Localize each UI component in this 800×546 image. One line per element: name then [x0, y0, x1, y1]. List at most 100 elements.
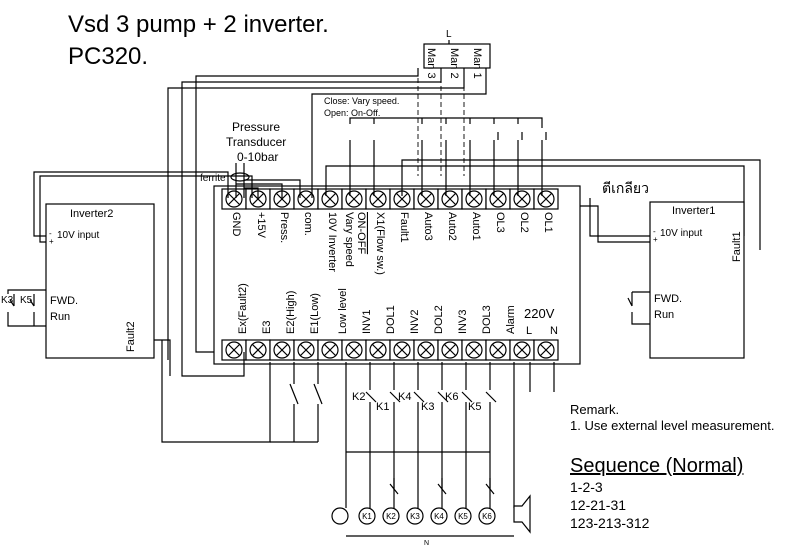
bottom-terminal-4	[293, 339, 319, 361]
inverter2-input: 10V input	[57, 230, 99, 241]
bottom-terminal-10	[437, 339, 463, 361]
neutral-label: N	[424, 540, 429, 546]
inverter1-title: Inverter1	[672, 205, 715, 217]
coil-label-k6: K6	[482, 512, 492, 521]
pressure-label-1: Pressure	[232, 120, 280, 134]
coil-k1	[358, 507, 376, 525]
inverter2-k3: K3	[1, 295, 14, 306]
inverter1-run: Run	[654, 309, 674, 321]
remark-title: Remark.	[570, 402, 619, 417]
bottom-terminal-3	[269, 339, 295, 361]
inverter2-title: Inverter2	[70, 208, 113, 220]
inverter1-minus: -	[653, 227, 656, 236]
title-line-2: PC320.	[68, 43, 148, 70]
term-label-auto2: Auto2	[446, 212, 458, 241]
bottom-terminal-2	[245, 339, 271, 361]
term-label-dol2: DOL2	[433, 305, 445, 334]
pressure-label-3: 0-10bar	[237, 150, 278, 164]
inverter2-k5: K5	[20, 295, 33, 306]
top-terminal-9	[413, 188, 439, 210]
inverter1-box	[649, 201, 745, 359]
inverter2-run: Run	[50, 311, 70, 323]
coil-label-k2: K2	[386, 512, 396, 521]
term-label-inv1: INV1	[361, 310, 373, 334]
selector-l-label: L	[446, 29, 452, 40]
term-label-e2: E2(High)	[285, 291, 297, 334]
top-terminal-8	[389, 188, 415, 210]
remark-item-1: 1. Use external level measurement.	[570, 418, 774, 433]
term-label-alarm: Alarm	[505, 305, 517, 334]
sequence-line-2: 12-21-31	[570, 497, 626, 513]
contact-label-k3: K3	[421, 401, 434, 413]
term-label-dol3: DOL3	[481, 305, 493, 334]
coil-k2	[382, 507, 400, 525]
coil-k6	[478, 507, 496, 525]
sequence-line-1: 1-2-3	[570, 479, 603, 495]
coil-k5	[454, 507, 472, 525]
term-label-e3: E3	[261, 321, 273, 334]
top-terminal-14	[533, 188, 559, 210]
inverter2-plus: +	[49, 237, 54, 246]
coil-k4	[430, 507, 448, 525]
bottom-terminal-9	[413, 339, 439, 361]
term-label-ol2: OL2	[518, 212, 530, 233]
alarm-horn	[513, 494, 531, 534]
coil-label-k1: K1	[362, 512, 372, 521]
ferrite-label: ferrite	[200, 173, 226, 184]
term-label-n: N	[550, 325, 558, 337]
term-label-inv2: INV2	[409, 310, 421, 334]
sequence-title: Sequence (Normal)	[570, 455, 743, 477]
bottom-terminal-11	[461, 339, 487, 361]
term-label-ol1: OL1	[542, 212, 554, 233]
top-terminal-13	[509, 188, 535, 210]
term-label-ex-fault2: Ex(Fault2)	[237, 283, 249, 334]
bottom-terminal-8	[389, 339, 415, 361]
top-terminal-11	[461, 188, 487, 210]
bottom-terminal-6	[341, 339, 367, 361]
supply-voltage-label: 220V	[524, 306, 555, 321]
term-label-ol3: OL3	[494, 212, 506, 233]
term-label-l: L	[526, 325, 532, 337]
inverter2-box	[45, 203, 155, 359]
selector-man2: Man 2	[448, 48, 460, 79]
contact-label-k4: K4	[398, 391, 411, 403]
top-terminal-4	[293, 188, 319, 210]
term-label-auto1: Auto1	[470, 212, 482, 241]
selector-man3: Man 3	[425, 48, 437, 79]
pressure-label-2: Transducer	[226, 135, 286, 149]
controller-board	[213, 185, 581, 365]
bottom-terminal-5	[317, 339, 343, 361]
contact-label-k6: K6	[445, 391, 458, 403]
inverter2-fault: Fault2	[125, 321, 137, 352]
top-terminal-1	[221, 188, 247, 210]
selector-note-close: Close: Vary speed.	[324, 96, 399, 106]
term-label-on-off: ON-OFF	[355, 212, 367, 254]
bottom-terminal-1	[221, 339, 247, 361]
bottom-terminal-7	[365, 339, 391, 361]
low-level-lamp	[331, 507, 349, 525]
coil-label-k4: K4	[434, 512, 444, 521]
inverter2-fwd: FWD.	[50, 295, 78, 307]
inverter1-fault: Fault1	[731, 231, 743, 262]
term-label-15v: +15V	[255, 212, 267, 239]
contact-label-k5: K5	[468, 401, 481, 413]
top-terminal-7	[365, 188, 391, 210]
top-terminal-block	[221, 188, 559, 210]
term-label-inv3: INV3	[457, 310, 469, 334]
selector-man1: Man 1	[471, 48, 483, 79]
coil-k3	[406, 507, 424, 525]
top-terminal-12	[485, 188, 511, 210]
sequence-line-3: 123-213-312	[570, 515, 650, 531]
term-label-gnd: GND	[230, 212, 242, 237]
contact-label-k2: K2	[352, 391, 365, 403]
inverter1-fwd: FWD.	[654, 293, 682, 305]
top-terminal-6	[341, 188, 367, 210]
term-label-10v-inverter: 10V Inverter	[326, 212, 338, 272]
controller-label: ตีเกลียว	[602, 180, 649, 196]
term-label-com: com.	[302, 212, 314, 236]
term-label-low-level: Low level	[337, 288, 349, 334]
term-label-vary-speed: Vary speed	[343, 212, 355, 267]
title-line-1: Vsd 3 pump + 2 inverter.	[68, 11, 329, 38]
